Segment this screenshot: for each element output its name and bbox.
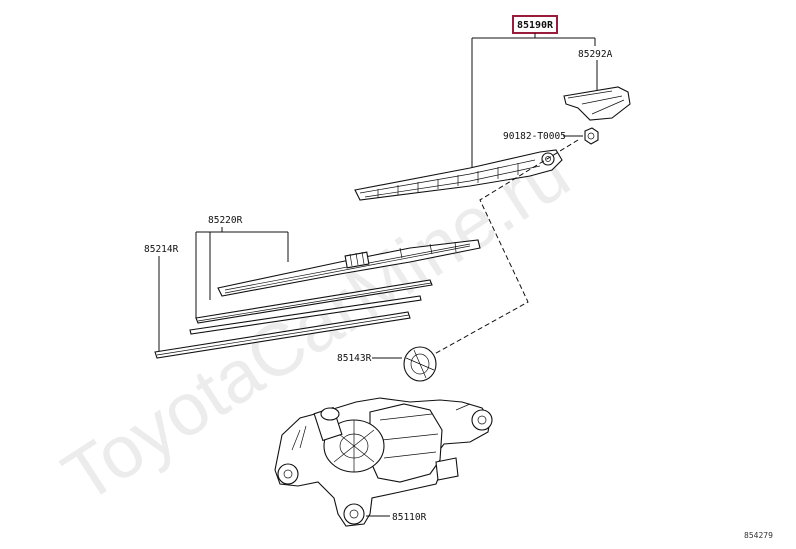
rubber-label[interactable]: 85214R [144, 244, 179, 255]
pivot-cap [403, 346, 437, 382]
arm-cap [563, 86, 631, 121]
wiper-motor [274, 397, 493, 527]
assembly-leader [471, 33, 596, 168]
wiper-rubber-lower [154, 295, 422, 359]
nut [584, 127, 599, 145]
wiper-blade [217, 239, 481, 297]
cap-label[interactable]: 85292A [578, 49, 613, 60]
nut-label[interactable]: 90182-T0005 [503, 131, 566, 142]
wiper-arm [354, 149, 563, 201]
diagram-ref-number: 854279 [744, 531, 773, 540]
motor-label[interactable]: 85110R [392, 512, 427, 523]
arm-pivot-dashline [419, 139, 579, 363]
pivot-cap-label[interactable]: 85143R [337, 353, 372, 364]
blade-leader [195, 227, 289, 262]
assembly-label[interactable]: 85190R [517, 20, 554, 31]
blade-label[interactable]: 85220R [208, 215, 243, 226]
wiper-rubber-upper [195, 240, 433, 324]
